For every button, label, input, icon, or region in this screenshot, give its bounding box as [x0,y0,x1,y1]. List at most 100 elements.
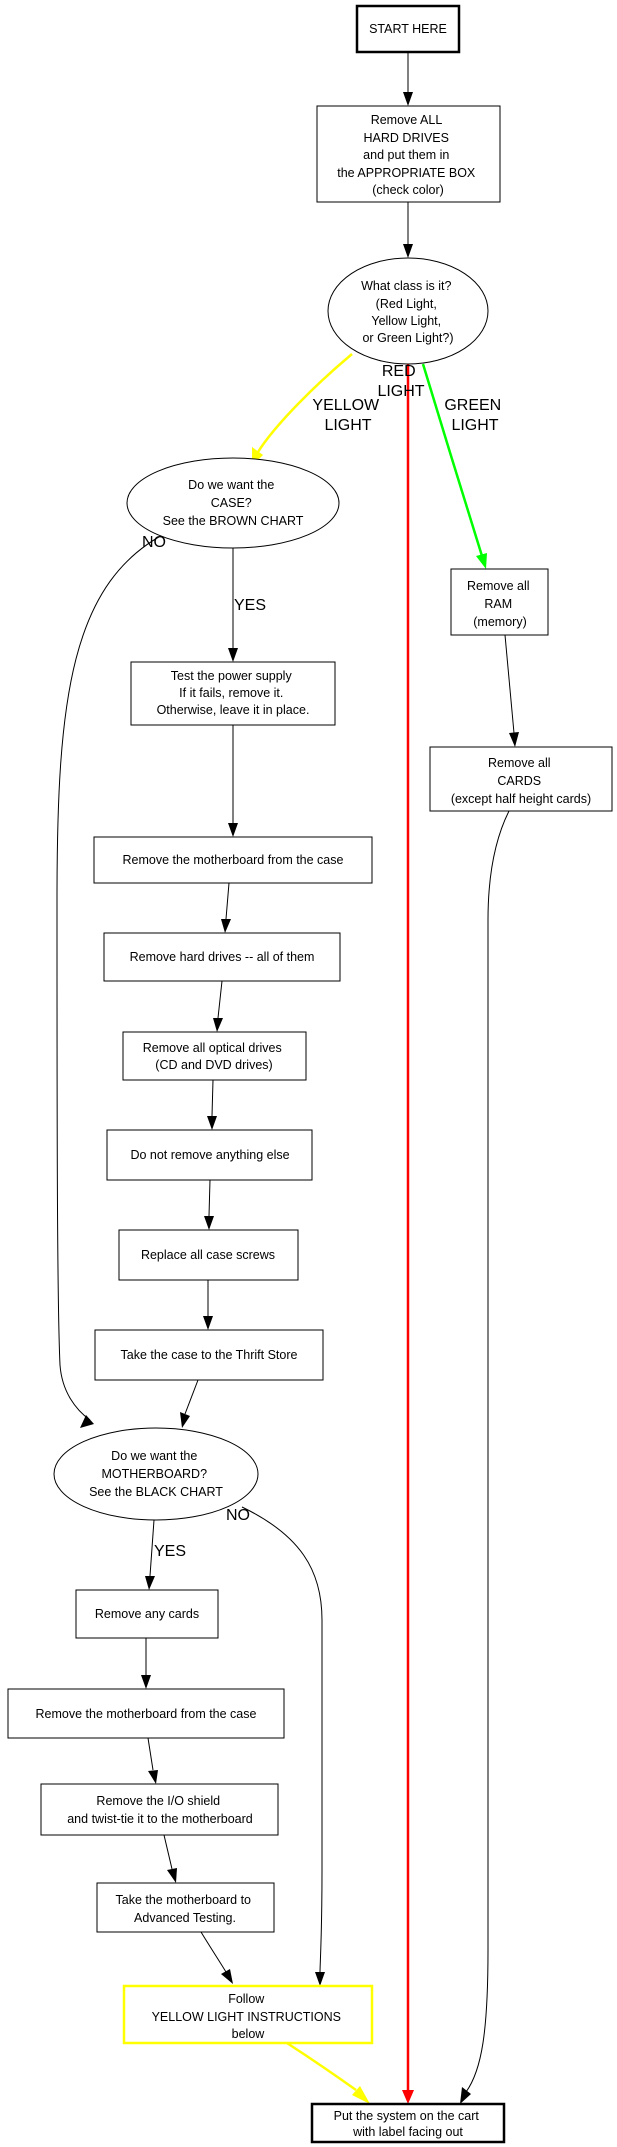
node-advanced-testing-text: Take the motherboard to Advanced Testing… [116,1893,255,1925]
node-remove-io-shield-text: Remove the I/O shield and twist-tie it t… [67,1794,253,1826]
node-remove-hdd-all-box [103,932,341,982]
node-put-on-cart-box [310,2102,506,2144]
node-remove-mobo-1-box [93,836,373,884]
node-do-not-remove-box [106,1129,313,1181]
arrowhead [203,1316,213,1330]
arrowhead [80,1415,94,1428]
node-put-on-cart-text: Put the system on the cart with label fa… [334,2109,483,2139]
edge-advanced-to-follow [200,1931,227,1973]
node-class-decision-ellipse [327,257,489,365]
node-start-text: START HERE [369,22,447,36]
node-remove-cards: Remove all CARDS (except half height car… [429,746,613,812]
node-remove-hard-drives: Remove ALL HARD DRIVES and put them in t… [316,105,501,203]
node-remove-mobo-1-text: Remove the motherboard from the case [123,853,344,867]
node-remove-cards-text: Remove all CARDS (except half height car… [451,756,591,806]
arrowhead [228,648,238,662]
node-remove-ram-text: Remove all RAM (memory) [467,579,533,629]
node-replace-screws: Replace all case screws [118,1229,299,1281]
arrowhead [228,823,238,837]
node-start-here: START HERE [355,4,461,54]
edge-case-no [56,530,171,1421]
edges [56,52,519,2104]
edge-thrift-to-mobo-question [184,1379,199,1415]
edge-optical-to-donot [211,1079,214,1117]
edge-mobo2-to-io [147,1737,154,1771]
label-case-yes: YES [234,597,266,614]
node-remove-hdd-all-text: Remove hard drives -- all of them [130,950,315,964]
edge-mobo-no [241,1506,323,1973]
arrowhead [145,1576,155,1590]
node-remove-io-shield: Remove the I/O shield and twist-tie it t… [40,1783,279,1836]
node-thrift-store: Take the case to the Thrift Store [94,1329,324,1381]
node-want-motherboard: Do we want the MOTHERBOARD? See the BLAC… [53,1427,259,1521]
nodes: START HERE Remove ALL HARD DRIVES and pu… [7,4,613,2144]
node-advanced-testing-box [96,1882,275,1933]
arrowhead [213,1018,223,1032]
node-replace-screws-box [118,1229,299,1281]
arrowhead [315,1972,325,1986]
edge-yellow-light [256,353,353,453]
arrowhead [180,1412,190,1428]
label-case-no: NO [142,534,166,551]
node-remove-optical: Remove all optical drives (CD and DVD dr… [122,1031,307,1081]
node-class-decision: What class is it? (Red Light, Yellow Lig… [327,257,489,365]
node-do-not-remove-text: Do not remove anything else [130,1148,289,1162]
node-remove-cards-box [429,746,613,812]
node-remove-hdd-all: Remove hard drives -- all of them [103,932,341,982]
node-test-psu-box [130,661,336,726]
node-want-motherboard-text: Do we want the MOTHERBOARD? See the BLAC… [89,1449,223,1499]
node-thrift-store-text: Take the case to the Thrift Store [121,1348,298,1362]
edge-labels: YELLOW LIGHT RED LIGHT GREEN LIGHT YES N… [142,363,505,1560]
node-remove-ram-box [450,568,549,636]
arrowhead [460,2087,471,2104]
node-remove-io-shield-box [40,1783,279,1836]
label-mobo-no: NO [226,1507,250,1524]
node-remove-any-cards-text: Remove any cards [95,1607,199,1621]
node-remove-optical-box [122,1031,307,1081]
arrowhead [221,1969,233,1984]
node-remove-any-cards-box [75,1589,219,1639]
node-remove-mobo-2-box [7,1688,285,1739]
node-want-motherboard-ellipse [53,1427,259,1521]
node-put-on-cart: Put the system on the cart with label fa… [310,2102,506,2144]
arrowhead [207,1116,217,1130]
node-remove-mobo-2-text: Remove the motherboard from the case [36,1707,257,1721]
label-yellow-light: YELLOW LIGHT [312,397,383,434]
edge-mobo-to-hdd [225,882,230,920]
node-follow-yellow: Follow YELLOW LIGHT INSTRUCTIONS below [122,1984,374,2045]
edge-donot-to-screws [208,1179,211,1217]
arrowhead [204,1216,214,1230]
arrowhead [509,732,519,747]
node-follow-yellow-box [122,1984,374,2045]
label-mobo-yes: YES [154,1543,186,1560]
node-remove-any-cards: Remove any cards [75,1589,219,1639]
node-advanced-testing: Take the motherboard to Advanced Testing… [96,1882,275,1933]
edge-hdd-to-optical [217,980,223,1019]
node-want-case-text: Do we want the CASE? See the BROWN CHART [163,478,304,528]
node-test-psu: Test the power supply If it fails, remov… [130,661,336,726]
arrowhead [476,553,487,569]
label-red-light: RED LIGHT [377,363,424,400]
node-thrift-store-box [94,1329,324,1381]
label-green-light: GREEN LIGHT [444,397,505,434]
node-remove-mobo-2: Remove the motherboard from the case [7,1688,285,1739]
node-remove-optical-text: Remove all optical drives (CD and DVD dr… [143,1041,285,1072]
node-follow-yellow-text: Follow YELLOW LIGHT INSTRUCTIONS below [152,1992,345,2041]
edge-follow-to-cart [286,2041,357,2092]
arrowhead [403,92,413,106]
arrowhead [221,919,231,933]
node-replace-screws-text: Replace all case screws [141,1248,275,1262]
edge-green-light [421,363,484,557]
node-remove-ram: Remove all RAM (memory) [450,568,549,636]
node-class-decision-text: What class is it? (Red Light, Yellow Lig… [361,279,455,345]
node-want-case: Do we want the CASE? See the BROWN CHART [126,457,340,549]
node-remove-hard-drives-text: Remove ALL HARD DRIVES and put them in t… [337,113,479,197]
arrowhead [141,1675,151,1689]
edge-ram-to-cards [504,634,515,734]
edge-io-to-advanced [163,1834,173,1870]
arrowhead [167,1868,177,1883]
arrowhead [148,1770,158,1784]
arrowhead [352,2086,370,2104]
edge-mobo-yes [149,1519,155,1577]
